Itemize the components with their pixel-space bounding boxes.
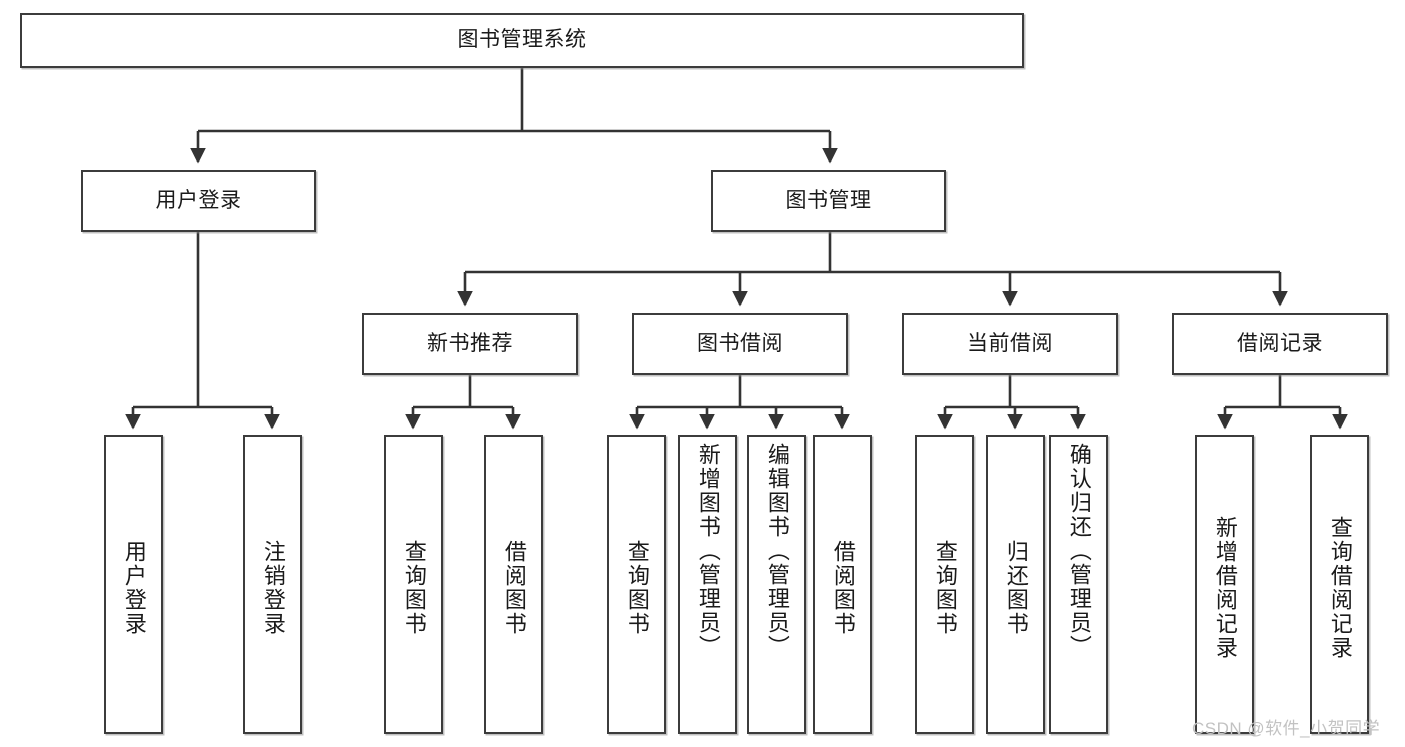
leaf-confirm-return-admin-label: 确认归还（管理员） xyxy=(1066,443,1092,659)
leaf-return-book-label: 归还图书 xyxy=(1003,539,1029,636)
node-borrow-record[interactable]: 借阅记录 xyxy=(1172,313,1388,375)
node-book-management-label: 图书管理 xyxy=(785,188,872,212)
leaf-borrow-book[interactable]: 借阅图书 xyxy=(813,435,872,734)
node-current-borrow-label: 当前借阅 xyxy=(967,331,1053,355)
leaf-user-login[interactable]: 用户登录 xyxy=(104,435,163,734)
leaf-add-borrow-record[interactable]: 新增借阅记录 xyxy=(1195,435,1254,734)
leaf-query-book-current-label: 查询图书 xyxy=(932,539,958,636)
leaf-borrow-book-recommend-label: 借阅图书 xyxy=(501,539,527,636)
node-root[interactable]: 图书管理系统 xyxy=(20,13,1024,68)
leaf-return-book[interactable]: 归还图书 xyxy=(986,435,1045,734)
leaf-edit-book-admin-label: 编辑图书（管理员） xyxy=(764,443,790,659)
node-book-borrow[interactable]: 图书借阅 xyxy=(632,313,848,375)
node-borrow-record-label: 借阅记录 xyxy=(1237,331,1323,355)
node-book-management[interactable]: 图书管理 xyxy=(711,170,946,232)
node-user-login[interactable]: 用户登录 xyxy=(81,170,316,232)
leaf-query-book-borrow[interactable]: 查询图书 xyxy=(607,435,666,734)
leaf-user-login-label: 用户登录 xyxy=(121,539,147,636)
leaf-confirm-return-admin[interactable]: 确认归还（管理员） xyxy=(1049,435,1108,734)
leaf-logout-label: 注销登录 xyxy=(260,539,286,636)
leaf-logout[interactable]: 注销登录 xyxy=(243,435,302,734)
leaf-query-book-current[interactable]: 查询图书 xyxy=(915,435,974,734)
leaf-query-book-recommend[interactable]: 查询图书 xyxy=(384,435,443,734)
node-user-login-label: 用户登录 xyxy=(155,188,242,212)
node-current-borrow[interactable]: 当前借阅 xyxy=(902,313,1118,375)
leaf-edit-book-admin[interactable]: 编辑图书（管理员） xyxy=(747,435,806,734)
node-new-book-recommend[interactable]: 新书推荐 xyxy=(362,313,578,375)
leaf-query-book-recommend-label: 查询图书 xyxy=(401,539,427,636)
leaf-add-book-admin[interactable]: 新增图书（管理员） xyxy=(678,435,737,734)
leaf-add-book-admin-label: 新增图书（管理员） xyxy=(695,443,721,659)
node-new-book-recommend-label: 新书推荐 xyxy=(427,331,513,355)
node-root-label: 图书管理系统 xyxy=(457,28,587,52)
leaf-borrow-book-label: 借阅图书 xyxy=(830,539,856,636)
leaf-query-borrow-record[interactable]: 查询借阅记录 xyxy=(1310,435,1369,734)
leaf-query-book-borrow-label: 查询图书 xyxy=(624,539,650,636)
leaf-query-borrow-record-label: 查询借阅记录 xyxy=(1327,515,1353,660)
leaf-borrow-book-recommend[interactable]: 借阅图书 xyxy=(484,435,543,734)
node-book-borrow-label: 图书借阅 xyxy=(697,331,783,355)
leaf-add-borrow-record-label: 新增借阅记录 xyxy=(1212,515,1238,660)
